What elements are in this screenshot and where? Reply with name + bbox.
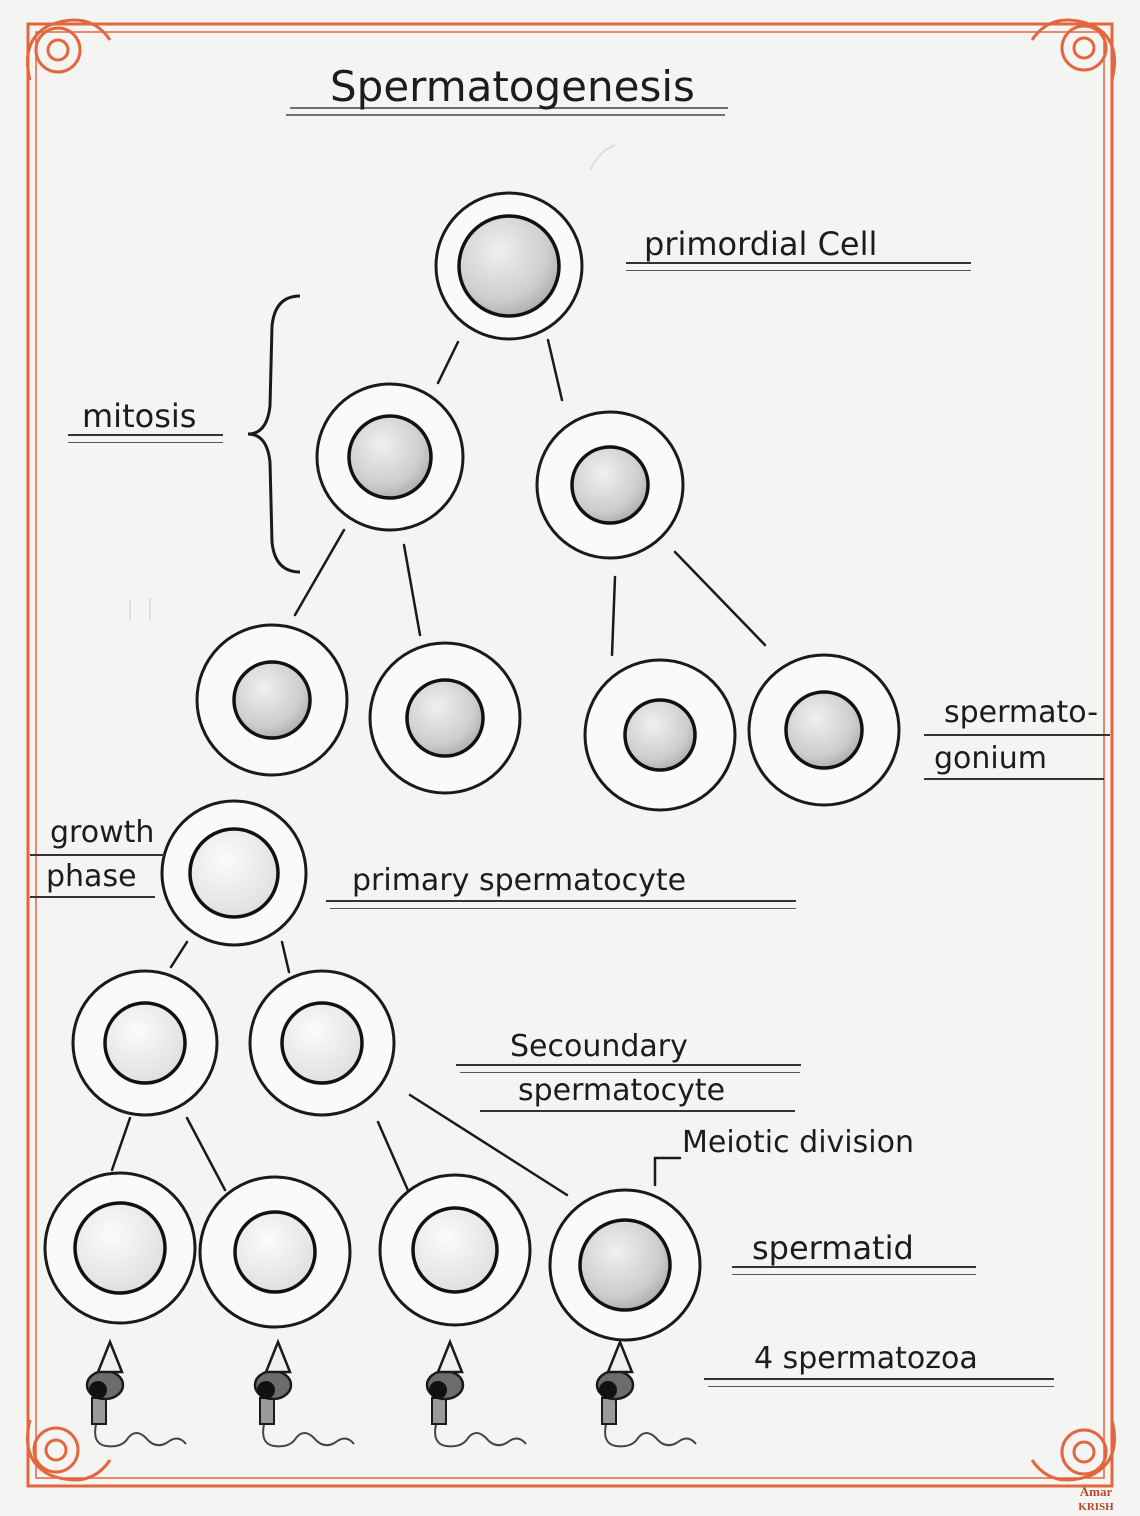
cell-spermatogonium-2-nucleus (407, 680, 483, 756)
label-spermatozoa: 4 spermatozoa (754, 1344, 978, 1374)
label-primary-spermatocyte-underline-2 (330, 908, 796, 909)
cell-primary-spermatocyte (162, 801, 306, 945)
label-spermatid-underline-2 (732, 1274, 976, 1275)
cell-mitosis-right-nucleus (572, 447, 648, 523)
label-primordial-cell-underline-2 (626, 270, 971, 271)
cell-secondary-1 (73, 971, 217, 1115)
label-mitosis: mitosis (82, 400, 196, 432)
label-spermatogonium-2: gonium (934, 744, 1047, 774)
spermatozoon-3-midpiece (432, 1398, 446, 1424)
cell-mitosis-left-nucleus (349, 416, 431, 498)
spermatozoon-3-nucleus (429, 1381, 447, 1399)
cell-spermatid-1 (45, 1173, 195, 1323)
spermatozoa-group (87, 1342, 696, 1446)
spermatozoon-3-acrosome (438, 1342, 462, 1372)
spermatozoon-1-midpiece (92, 1398, 106, 1424)
spermatozoon-2-tail (263, 1424, 354, 1446)
cell-spermatogonium-3-nucleus (625, 700, 695, 770)
cell-secondary-2 (250, 971, 394, 1115)
spermatozoon-3 (427, 1342, 526, 1446)
cell-secondary-1-nucleus (105, 1003, 185, 1083)
svg-text:KRISH: KRISH (1078, 1501, 1114, 1513)
label-primary-spermatocyte: primary spermatocyte (352, 866, 686, 896)
corner-ornament-top-left (28, 20, 111, 80)
cells-group (45, 193, 899, 1340)
spermatozoon-4-tail (605, 1424, 696, 1446)
mitosis-brace (248, 296, 300, 572)
corner-ornament-bottom-left (28, 1420, 111, 1480)
cell-spermatogonium-1-nucleus (234, 662, 310, 738)
cell-spermatogonium-4 (749, 655, 899, 805)
spermatozoon-3-tail (435, 1424, 526, 1446)
label-spermatogonium-underline-2 (924, 778, 1104, 780)
svg-text:Amar: Amar (1080, 1484, 1113, 1499)
cell-spermatogonium-4-nucleus (786, 692, 862, 768)
page-title: Spermatogenesis (330, 66, 695, 108)
corner-ornament-bottom-right (1032, 1420, 1115, 1480)
spermatozoon-1-tail (95, 1424, 186, 1446)
spermatozoon-1-acrosome (98, 1342, 122, 1372)
cell-mitosis-left (317, 384, 463, 530)
label-spermatozoa-underline-2 (708, 1386, 1054, 1387)
label-secondary-underline (456, 1064, 801, 1066)
label-spermatogonium-underline (924, 734, 1110, 736)
label-secondary-spermatocyte-1: Secoundary (510, 1032, 688, 1062)
label-growth-phase-1: growth (50, 818, 154, 848)
label-growth-phase-underline (30, 854, 165, 856)
label-spermatid: spermatid (752, 1232, 914, 1264)
label-spermatozoa-underline (704, 1378, 1054, 1380)
cell-primary-spermatocyte-nucleus (190, 829, 278, 917)
spermatozoon-1-nucleus (89, 1381, 107, 1399)
cell-spermatogonium-3 (585, 660, 735, 810)
cell-mitosis-right (537, 412, 683, 558)
spermatozoon-2-midpiece (260, 1398, 274, 1424)
corner-ornament-top-right (1032, 20, 1115, 80)
label-meiotic-division: Meiotic division (682, 1128, 914, 1158)
label-primordial-cell-underline (626, 262, 971, 264)
cell-spermatid-2 (200, 1177, 350, 1327)
spermatozoon-1 (87, 1342, 186, 1446)
cell-primordial (436, 193, 582, 339)
spermatozoon-4 (597, 1342, 696, 1446)
label-secondary-underline-2 (480, 1110, 795, 1112)
cell-spermatid-3 (380, 1175, 530, 1325)
label-primordial-cell: primordial Cell (644, 228, 877, 260)
cell-spermatid-1-nucleus (75, 1203, 165, 1293)
label-mitosis-underline-2 (68, 442, 223, 443)
cell-spermatid-4-nucleus (580, 1220, 670, 1310)
label-primary-spermatocyte-underline (326, 900, 796, 902)
spermatozoon-4-nucleus (599, 1381, 617, 1399)
label-mitosis-underline (68, 434, 223, 436)
signature-logo: Amar KRISH (1078, 1484, 1114, 1513)
spermatozoon-2-acrosome (266, 1342, 290, 1372)
spermatozoon-2 (255, 1342, 354, 1446)
spermatozoon-4-midpiece (602, 1398, 616, 1424)
cell-spermatogonium-1 (197, 625, 347, 775)
cell-spermatid-3-nucleus (413, 1208, 497, 1292)
label-growth-phase-2: phase (46, 862, 137, 892)
cell-spermatogonium-2 (370, 643, 520, 793)
cell-secondary-2-nucleus (282, 1003, 362, 1083)
label-spermatid-underline (732, 1266, 976, 1268)
label-spermatogonium-1: spermato- (944, 698, 1098, 728)
cell-spermatid-2-nucleus (235, 1212, 315, 1292)
spermatozoon-4-acrosome (608, 1342, 632, 1372)
label-growth-phase-underline-2 (30, 896, 155, 898)
spermatozoon-2-nucleus (257, 1381, 275, 1399)
label-secondary-spermatocyte-2: spermatocyte (518, 1076, 725, 1106)
cell-primordial-nucleus (459, 216, 559, 316)
cell-spermatid-4 (550, 1190, 700, 1340)
